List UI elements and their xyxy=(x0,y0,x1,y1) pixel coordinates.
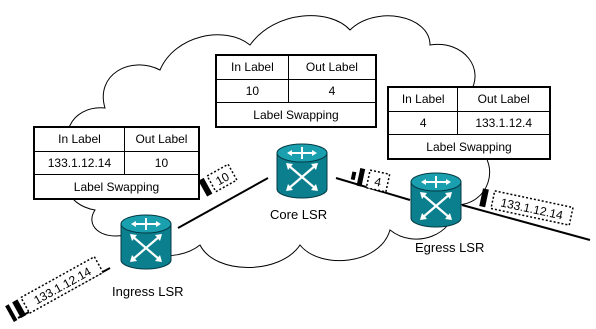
table-cell-in: 133.1.12.14 xyxy=(34,150,125,176)
core-router-label: Core LSR xyxy=(270,207,328,222)
table-cell-out: 4 xyxy=(287,78,377,104)
packet-in-label: 133.1.12.14 xyxy=(31,264,94,307)
egress-router-label: Egress LSR xyxy=(415,240,485,255)
table-cell-in: 10 xyxy=(216,78,289,104)
table-header-out: Out Label xyxy=(457,87,550,112)
ingress-router-label: Ingress LSR xyxy=(112,284,184,299)
link-out xyxy=(461,204,591,241)
router-icon-core[interactable] xyxy=(275,142,329,200)
table-header-out: Out Label xyxy=(123,127,200,152)
table-cell-out: 10 xyxy=(123,150,200,176)
table-footer: Label Swapping xyxy=(388,134,550,159)
table-footer: Label Swapping xyxy=(34,174,199,199)
packet-ingress-core-label: 10 xyxy=(213,169,232,188)
ingress-label-table: In Label Out Label 133.1.12.14 10 Label … xyxy=(33,126,200,200)
packet-in: 133.1.12.14 xyxy=(5,255,105,322)
egress-label-table: In Label Out Label 4 133.1.12.4 Label Sw… xyxy=(387,86,551,160)
table-cell-out: 133.1.12.4 xyxy=(457,110,550,136)
table-header-in: In Label xyxy=(387,87,459,112)
packet-out: 133.1.12.14 xyxy=(479,188,574,227)
table-header-in: In Label xyxy=(34,127,125,152)
core-label-table: In Label Out Label 10 4 Label Swapping xyxy=(215,54,377,128)
packet-core-egress-label: 4 xyxy=(373,174,383,189)
router-icon-ingress[interactable] xyxy=(119,213,173,271)
table-footer: Label Swapping xyxy=(216,102,376,127)
table-header-in: In Label xyxy=(216,55,289,80)
table-header-out: Out Label xyxy=(287,55,377,80)
router-icon-egress[interactable] xyxy=(409,171,463,229)
table-cell-in: 4 xyxy=(387,110,459,136)
link-ingress-core xyxy=(177,177,269,229)
